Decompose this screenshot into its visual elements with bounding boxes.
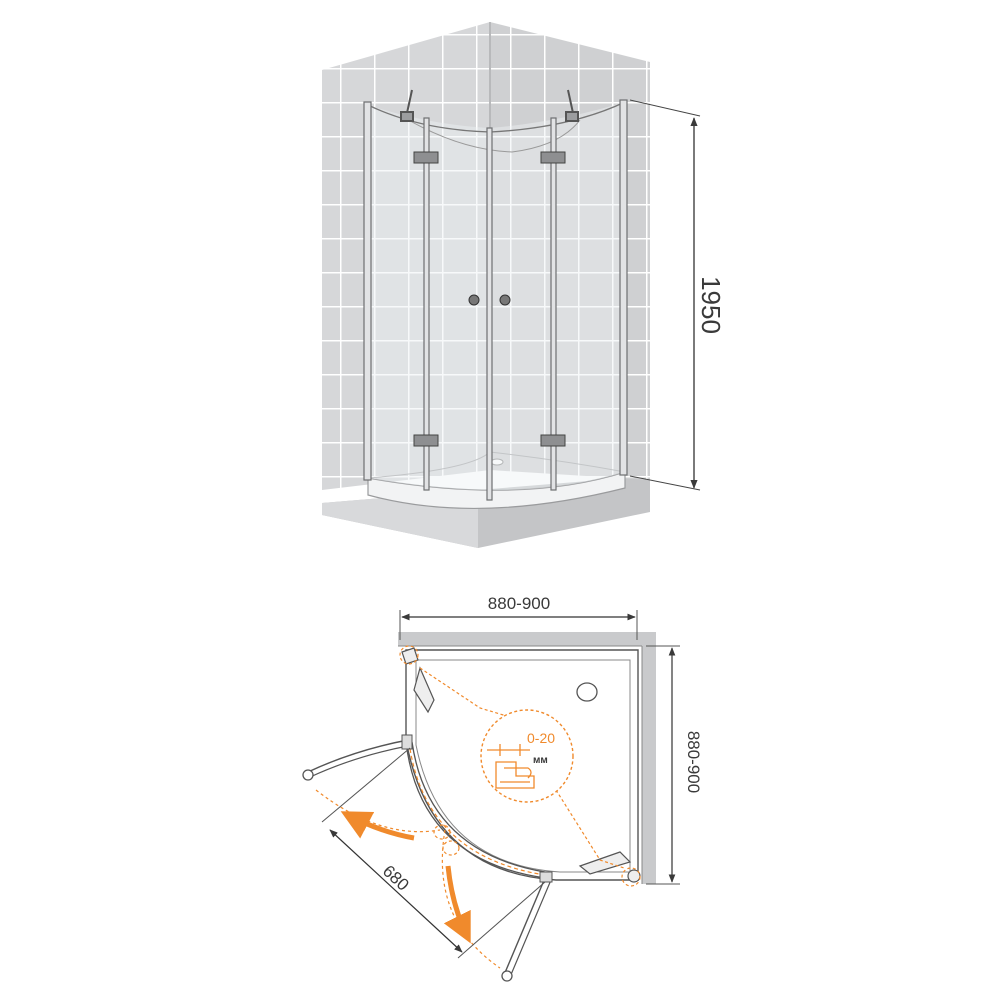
depth-label: 880-900 bbox=[684, 731, 703, 793]
left-door-open bbox=[302, 734, 413, 781]
door-knobs bbox=[468, 294, 511, 306]
ceiling-brackets bbox=[400, 89, 579, 122]
left-swing-arrow bbox=[340, 811, 415, 841]
right-wall bbox=[490, 22, 650, 480]
plan-wall-fittings bbox=[401, 647, 641, 883]
door-diagonal-label: 680 bbox=[379, 861, 413, 894]
plan-wall-top bbox=[398, 632, 656, 646]
height-label: 1950 bbox=[696, 276, 726, 334]
width-label: 880-900 bbox=[488, 594, 550, 613]
plan-wall-right bbox=[642, 632, 656, 884]
gap-detail-callout: 0-20 мм bbox=[480, 709, 574, 803]
hinges bbox=[413, 151, 566, 447]
drain bbox=[576, 682, 598, 702]
gap-value: 0-20 bbox=[527, 730, 555, 746]
right-door-open bbox=[501, 871, 553, 982]
shower-tray bbox=[367, 471, 626, 509]
perspective-view: 1950 bbox=[322, 22, 726, 548]
width-dimension: 880-900 bbox=[399, 594, 638, 640]
depth-dimension: 880-900 bbox=[646, 645, 703, 885]
plan-view: 880-900 880-900 bbox=[302, 594, 703, 982]
right-swing-arrow bbox=[443, 865, 471, 944]
gap-unit: мм bbox=[533, 755, 548, 766]
height-dimension: 1950 bbox=[629, 99, 726, 491]
glass-enclosure bbox=[368, 102, 625, 491]
